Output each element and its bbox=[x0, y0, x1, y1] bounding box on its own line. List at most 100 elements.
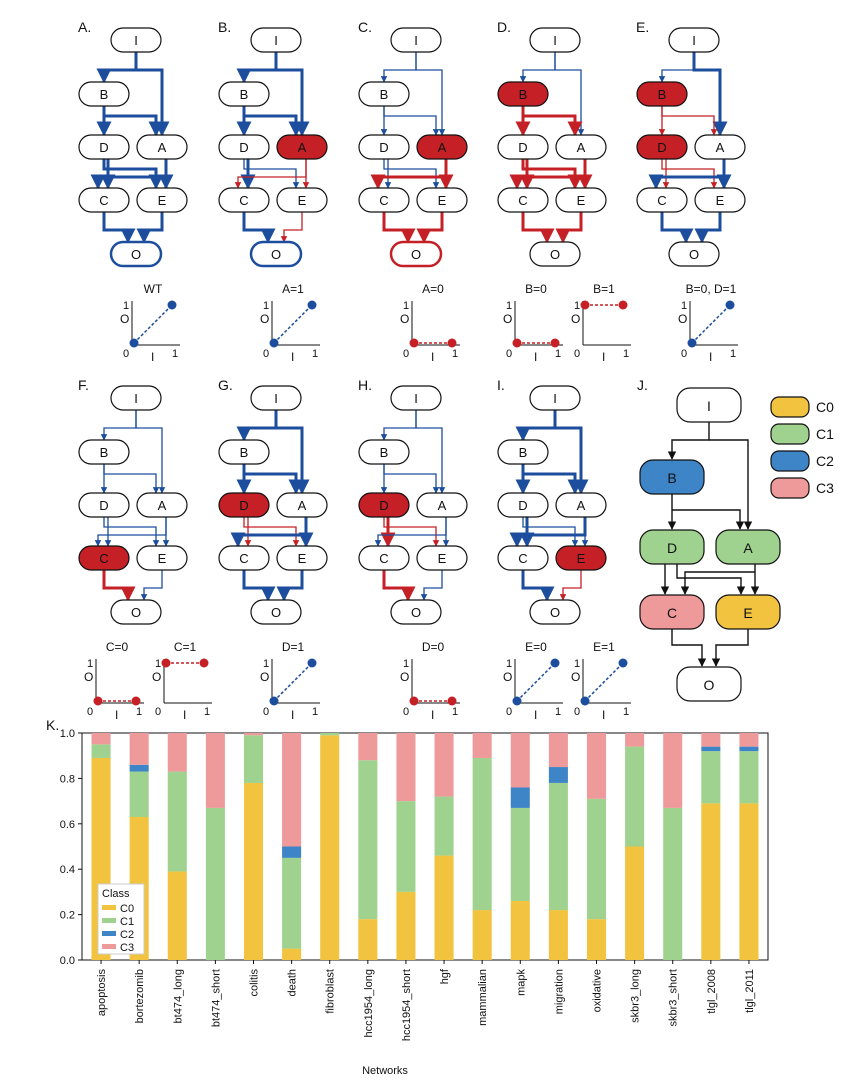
bar-segment-c3 bbox=[739, 733, 759, 747]
mini-x-name: I bbox=[431, 350, 434, 364]
mini-response-line bbox=[691, 304, 731, 344]
node-label-i: I bbox=[134, 33, 138, 48]
edge-b-a bbox=[661, 106, 718, 136]
node-label-b: B bbox=[240, 87, 249, 102]
mini-x-tick-1: 1 bbox=[204, 706, 210, 718]
legend-title: Class bbox=[102, 888, 130, 900]
condition-label: WT bbox=[144, 282, 163, 296]
edge-c-o bbox=[242, 570, 276, 602]
edge-i-b bbox=[96, 52, 138, 84]
bar-segment-c0 bbox=[701, 803, 721, 960]
edge-i-a bbox=[134, 52, 170, 137]
mini-x-name: I bbox=[602, 708, 605, 722]
node-i bbox=[250, 27, 302, 53]
panel-letter: D. bbox=[497, 19, 511, 35]
node-o bbox=[529, 241, 581, 267]
bar-segment-c0 bbox=[548, 910, 568, 960]
j-node-a bbox=[715, 529, 781, 565]
mini-x-tick-0: 0 bbox=[123, 348, 129, 360]
y-tick-label: 0.0 bbox=[60, 955, 75, 967]
j-edge bbox=[680, 571, 755, 595]
condition-label: A=1 bbox=[282, 282, 304, 296]
node-label-d: D bbox=[99, 140, 108, 155]
node-e bbox=[136, 545, 188, 571]
node-label-i: I bbox=[414, 33, 418, 48]
edge-i-b bbox=[236, 410, 278, 442]
node-d bbox=[78, 134, 130, 160]
node-a bbox=[276, 134, 328, 160]
node-b bbox=[78, 439, 130, 465]
node-c bbox=[218, 187, 270, 213]
node-label-d: D bbox=[518, 498, 527, 513]
y-tick-label: 1.0 bbox=[60, 728, 75, 740]
node-e bbox=[276, 187, 328, 213]
bar-segment-c0 bbox=[358, 919, 378, 960]
bar-segment-c1 bbox=[701, 751, 721, 804]
condition-label: A=0 bbox=[422, 282, 444, 296]
node-label-e: E bbox=[298, 193, 307, 208]
edge-c-o bbox=[102, 570, 136, 602]
x-tick-label: tlgl_2011 bbox=[744, 969, 756, 1013]
j-node-label-b: B bbox=[667, 470, 676, 486]
node-label-e: E bbox=[577, 193, 586, 208]
condition-label: E=0 bbox=[525, 640, 547, 654]
x-tick-label: bortezomib bbox=[134, 969, 146, 1023]
bar-segment-c0 bbox=[739, 803, 759, 960]
edge-b-a bbox=[242, 464, 304, 495]
mini-y-tick-1: 1 bbox=[155, 658, 161, 670]
panel-letter: A. bbox=[78, 19, 91, 35]
edge-e-o bbox=[559, 570, 582, 601]
mini-y-tick-1: 1 bbox=[263, 300, 269, 312]
edge-e-o bbox=[420, 570, 443, 601]
bar-segment-c2 bbox=[510, 787, 530, 808]
bar-segment-c0 bbox=[510, 900, 530, 960]
mini-x-tick-0: 0 bbox=[681, 348, 687, 360]
mini-point-high bbox=[131, 696, 141, 706]
edge-c-o bbox=[521, 570, 555, 602]
bar-segment-c3 bbox=[472, 733, 492, 758]
mini-x-name: I bbox=[709, 350, 712, 364]
x-tick-label: hgf bbox=[439, 968, 451, 984]
bar-segment-c2 bbox=[129, 764, 149, 772]
x-tick-label: skbr3_short bbox=[668, 969, 680, 1026]
mini-x-tick-1: 1 bbox=[555, 348, 561, 360]
bar-segment-c3 bbox=[205, 733, 225, 808]
mini-point-high bbox=[550, 658, 560, 668]
mini-point-low bbox=[512, 338, 522, 348]
mini-x-tick-0: 0 bbox=[574, 706, 580, 718]
bar-segment-c0 bbox=[243, 782, 264, 960]
j-node-label-o: O bbox=[704, 677, 715, 693]
node-d bbox=[497, 134, 549, 160]
node-i bbox=[529, 27, 581, 53]
bar-segment-c3 bbox=[510, 733, 530, 788]
condition-label: E=1 bbox=[593, 640, 615, 654]
mini-y-tick-1: 1 bbox=[403, 300, 409, 312]
mini-y-tick-1: 1 bbox=[506, 658, 512, 670]
node-b bbox=[358, 81, 410, 107]
j-edge bbox=[709, 439, 753, 530]
bar-segment-c3 bbox=[358, 733, 378, 761]
mini-x-tick-1: 1 bbox=[555, 706, 561, 718]
node-a bbox=[694, 134, 746, 160]
node-o bbox=[250, 599, 302, 625]
mini-point-low bbox=[409, 338, 419, 348]
j-node-o bbox=[676, 666, 742, 702]
mini-x-tick-1: 1 bbox=[136, 706, 142, 718]
edge-d-e bbox=[102, 159, 164, 190]
j-edge bbox=[667, 422, 710, 460]
x-tick-label: hcc1954_short bbox=[401, 969, 413, 1041]
j-node-label-i: I bbox=[707, 398, 711, 414]
mini-x-name: I bbox=[534, 708, 537, 722]
mini-x-tick-0: 0 bbox=[574, 348, 580, 360]
mini-x-tick-0: 0 bbox=[263, 706, 269, 718]
node-label-e: E bbox=[438, 551, 447, 566]
node-i bbox=[390, 385, 442, 411]
x-tick-label: colitis bbox=[249, 969, 261, 997]
node-label-b: B bbox=[100, 87, 109, 102]
j-legend-swatch-c1 bbox=[770, 423, 810, 445]
node-e bbox=[276, 545, 328, 571]
node-label-a: A bbox=[577, 140, 586, 155]
